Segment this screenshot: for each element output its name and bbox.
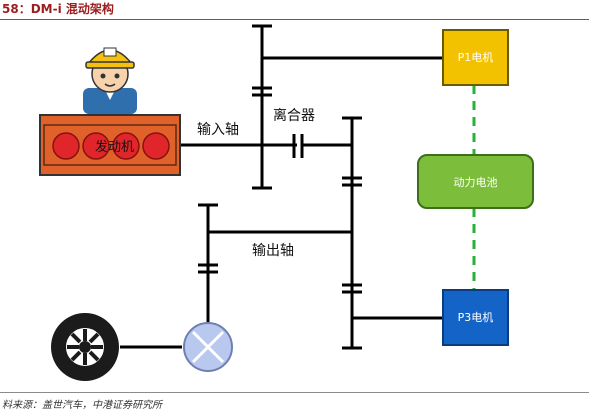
differential-icon xyxy=(183,322,233,372)
p1-motor-box xyxy=(442,29,509,86)
wheel-icon xyxy=(51,313,119,381)
battery-box xyxy=(417,154,534,209)
worker-helmet-icon xyxy=(83,47,137,114)
p1-motor-label: P1电机 xyxy=(458,50,494,64)
clutch-label: 离合器 xyxy=(273,107,315,124)
input-shaft-label: 输入轴 xyxy=(197,122,239,138)
output-shaft-label: 输出轴 xyxy=(252,243,294,259)
battery-label: 动力电池 xyxy=(454,176,498,189)
engine-block xyxy=(39,114,181,176)
engine-label: 发动机 xyxy=(95,139,134,155)
title-divider xyxy=(0,19,589,20)
source-note: 料来源：盖世汽车，中港证券研究所 xyxy=(2,400,162,411)
p3-motor-label: P3电机 xyxy=(458,310,494,324)
figure-title: 58：DM-i 混动架构 xyxy=(2,2,114,16)
footer-divider xyxy=(0,392,589,393)
p3-motor-box xyxy=(442,289,509,346)
